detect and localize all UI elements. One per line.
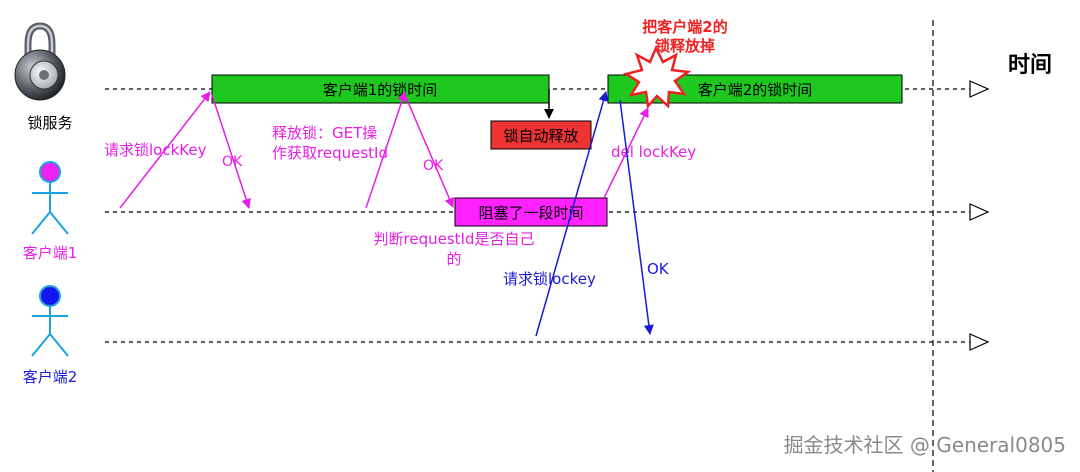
judge-label-line1: 判断requestId是否自己 bbox=[374, 230, 535, 248]
auto-release-box bbox=[490, 120, 592, 150]
blocked-box bbox=[454, 197, 608, 227]
ok-label-3: OK bbox=[647, 260, 670, 278]
timeline-end-arrow-2 bbox=[969, 203, 990, 221]
request-lock-arrow-c1 bbox=[119, 91, 211, 209]
timeline-end-arrow-1 bbox=[969, 80, 990, 98]
ok-label-2: OK bbox=[423, 158, 444, 174]
lock-icon bbox=[14, 22, 66, 101]
client1-lock-text: 客户端1的锁时间 bbox=[323, 81, 438, 99]
client2-label: 客户端2 bbox=[23, 368, 78, 386]
request-lock-c2-label: 请求锁lockey bbox=[503, 270, 596, 288]
client2-actor-icon bbox=[31, 285, 69, 357]
ok-label-1: OK bbox=[222, 154, 243, 170]
release-get-label-line2: 作获取requestId bbox=[272, 144, 388, 162]
release-get-arrow bbox=[365, 91, 407, 209]
ok-arrow-2 bbox=[404, 94, 455, 208]
client2-lock-text: 客户端2的锁时间 bbox=[698, 81, 813, 99]
client1-lock-box bbox=[211, 74, 550, 104]
request-lock-arrow-c2 bbox=[535, 91, 609, 337]
judge-label-line2: 的 bbox=[446, 250, 461, 268]
time-label: 时间 bbox=[1008, 53, 1052, 78]
release-get-label-line1: 释放锁：GET操 bbox=[272, 124, 377, 142]
client1-label: 客户端1 bbox=[23, 244, 78, 262]
watermark: 掘金技术社区 @ General0805 bbox=[784, 433, 1066, 457]
explosion-icon bbox=[622, 45, 692, 109]
auto-release-text: 锁自动释放 bbox=[503, 127, 578, 145]
release-c2-label-line1: 把客户端2的 bbox=[642, 18, 727, 36]
client1-actor-icon bbox=[31, 161, 69, 235]
ok-arrow-3 bbox=[619, 99, 654, 335]
del-lock-label: del lockKey bbox=[611, 143, 696, 161]
blocked-text: 阻塞了一段时间 bbox=[478, 204, 583, 222]
lock-service-label: 锁服务 bbox=[27, 114, 72, 132]
request-lock-c1-label: 请求锁lockKey bbox=[104, 141, 207, 159]
del-lock-arrow bbox=[603, 107, 649, 199]
timeline-end-arrow-3 bbox=[969, 333, 990, 351]
release-c2-label-line2: 锁释放掉 bbox=[655, 37, 715, 55]
ok-arrow-1 bbox=[211, 94, 251, 209]
